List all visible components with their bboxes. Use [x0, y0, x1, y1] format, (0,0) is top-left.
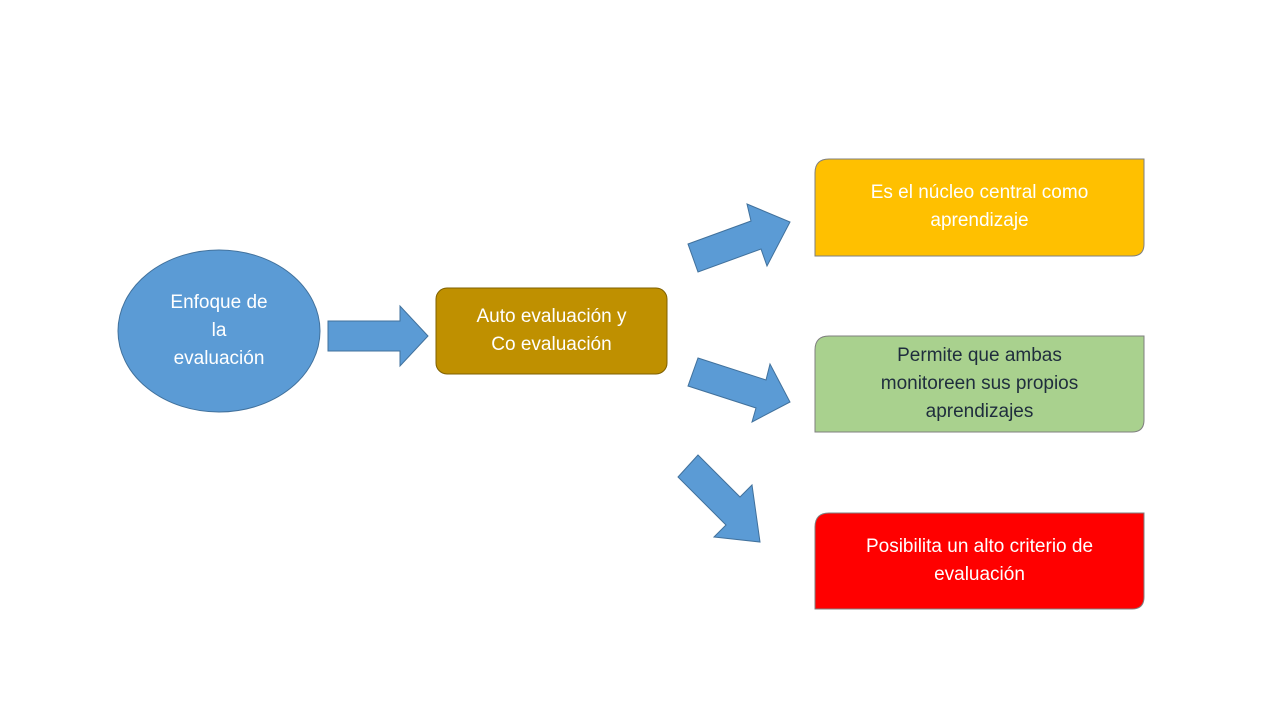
arrow-to-center — [327, 304, 429, 368]
center-box — [435, 287, 668, 375]
outcome-box-2 — [814, 335, 1145, 433]
arrow-to-outcome-2 — [687, 357, 791, 423]
arrow-to-outcome-3 — [677, 454, 761, 543]
arrow-to-outcome-1 — [687, 203, 791, 273]
source-ellipse — [117, 249, 321, 413]
outcome-box-1 — [814, 158, 1145, 257]
outcome-box-3 — [814, 512, 1145, 610]
